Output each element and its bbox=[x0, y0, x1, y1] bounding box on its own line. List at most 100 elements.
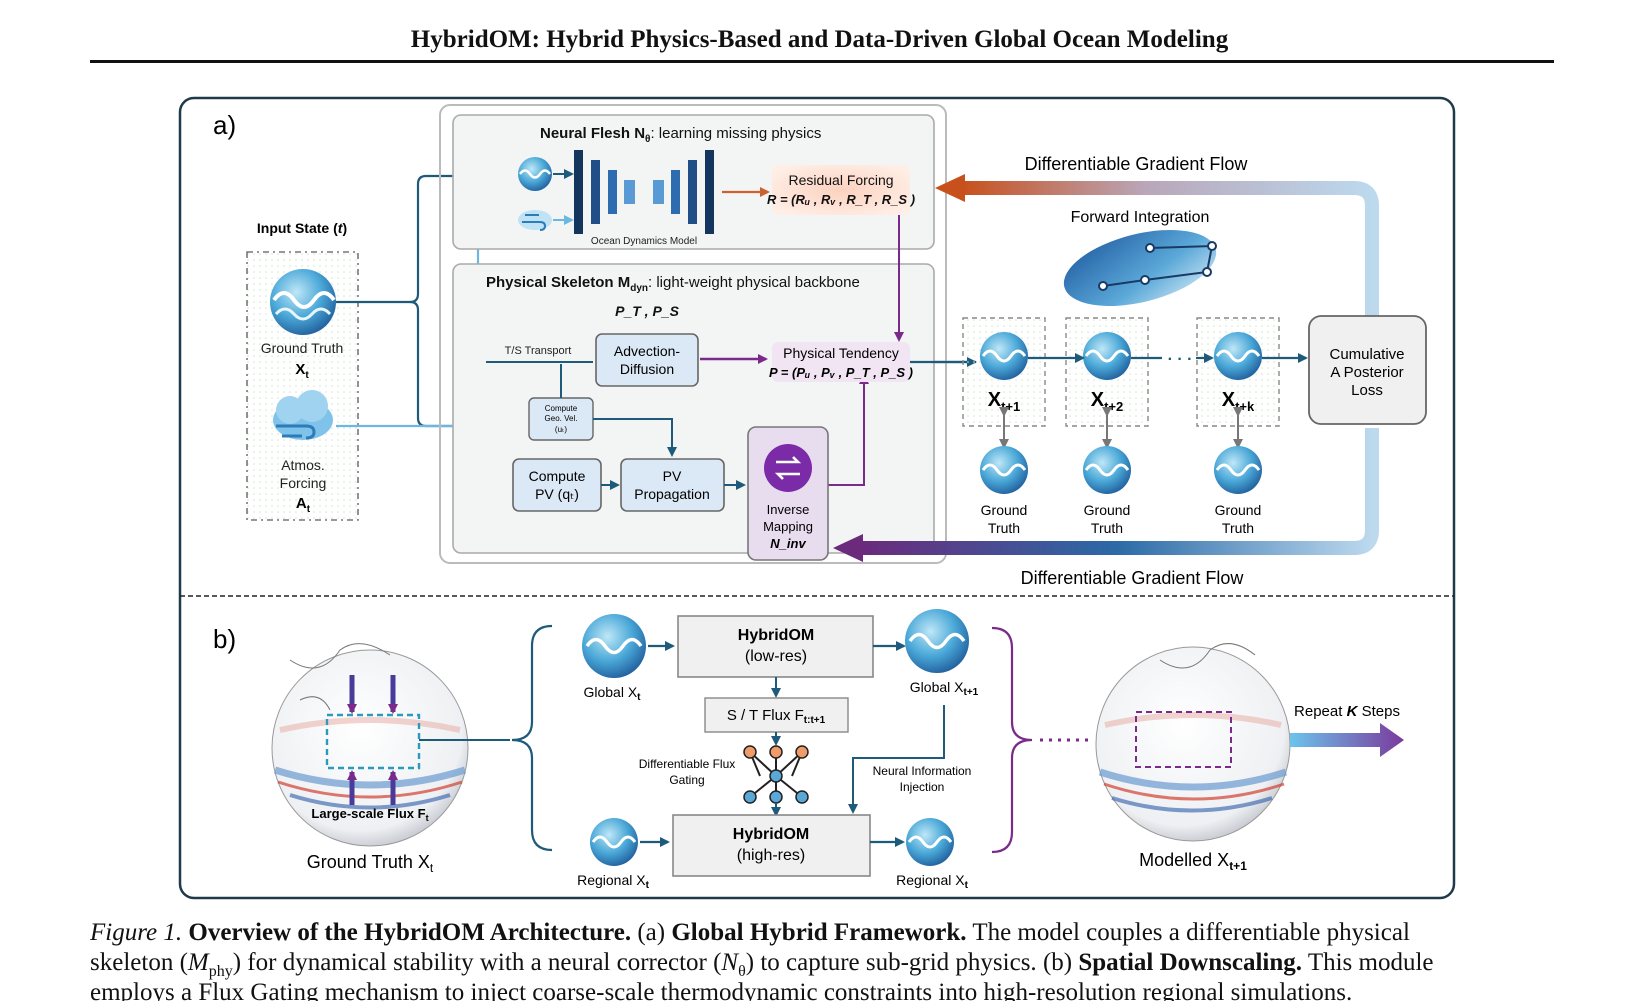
neural-info-label-2: Injection bbox=[900, 780, 945, 794]
residual-forcing-label: Residual Forcing bbox=[788, 172, 893, 188]
modelled-globe bbox=[1095, 643, 1291, 842]
diff-flux-label-2: Gating bbox=[669, 773, 704, 787]
swap-icon bbox=[764, 444, 812, 492]
caption-fig-label: Figure 1. bbox=[90, 919, 183, 946]
gt-k-label-2: Truth bbox=[1222, 520, 1254, 536]
injection-arrow bbox=[848, 705, 945, 814]
caption-b-title: Spatial Downscaling. bbox=[1078, 949, 1303, 976]
caption-line-1: Figure 1. Overview of the HybridOM Archi… bbox=[90, 918, 1554, 948]
caption-b-label: (b) bbox=[1042, 949, 1073, 976]
running-head-title: HybridOM: Hybrid Physics-Based and Data-… bbox=[410, 26, 1229, 53]
large-scale-flux-label: Large-scale Flux Ft bbox=[311, 806, 428, 823]
advection-label-2: Diffusion bbox=[620, 361, 674, 377]
modelled-label: Modelled Xt+1 bbox=[1139, 850, 1247, 873]
caption-m-phy-sub: phy bbox=[208, 963, 233, 980]
neural-network-icon bbox=[743, 745, 809, 804]
caption-line-2: skeleton (Mphy) for dynamical stability … bbox=[90, 948, 1554, 987]
right-brace bbox=[991, 626, 1033, 854]
repeat-k-steps-label: Repeat K Steps bbox=[1294, 703, 1400, 720]
gradient-flow-bottom-arrow bbox=[860, 428, 1379, 555]
gradient-flow-bottom-head bbox=[833, 534, 863, 562]
header-rule bbox=[90, 60, 1554, 63]
gt-k-label-1: Ground bbox=[1215, 502, 1262, 518]
step-t1: Xt+1 bbox=[962, 317, 1046, 427]
ground-truth-globe bbox=[271, 643, 469, 847]
caption-title: Overview of the HybridOM Architecture. bbox=[188, 919, 632, 946]
gt-2-label-1: Ground bbox=[1084, 502, 1131, 518]
compute-geo-label-3: (uₜ) bbox=[555, 425, 567, 434]
inverse-label-3: N_inv bbox=[770, 536, 806, 551]
hybridom-lowres-box bbox=[677, 615, 874, 678]
ground-truth-var: Xt bbox=[295, 361, 309, 381]
ground-truth-wave-icon bbox=[270, 269, 336, 335]
gradient-flow-bottom-label: Differentiable Gradient Flow bbox=[1021, 568, 1245, 588]
physical-tendency-box bbox=[772, 342, 910, 382]
gt-1-label-1: Ground bbox=[981, 502, 1028, 518]
loss-label-1: Cumulative bbox=[1329, 346, 1404, 363]
caption-line-3: employs a Flux Gating mechanism to injec… bbox=[90, 978, 1554, 1001]
diff-flux-label-1: Differentiable Flux bbox=[639, 757, 736, 771]
hybridom-lowres-sub: (low-res) bbox=[745, 648, 807, 665]
loss-label-2: A Posterior bbox=[1330, 364, 1403, 381]
hybridom-highres-box bbox=[672, 814, 871, 877]
step-t2: Xt+2 bbox=[1065, 317, 1149, 427]
regional-xt-in-icon bbox=[590, 818, 638, 866]
caption-n-theta: N bbox=[721, 949, 739, 976]
gradient-flow-top-arrow bbox=[960, 181, 1379, 318]
neural-flesh-title: Neural Flesh Nθ: learning missing physic… bbox=[540, 125, 821, 145]
gradient-flow-top-head bbox=[935, 174, 965, 202]
compute-geo-label-2: Geo. Vel. bbox=[545, 414, 578, 423]
atmos-wind-cloud-icon bbox=[273, 390, 333, 440]
physical-skeleton-title: Physical Skeleton Mdyn: light-weight phy… bbox=[486, 274, 860, 294]
hybridom-highres-title: HybridOM bbox=[733, 826, 809, 843]
advection-label-1: Advection- bbox=[614, 343, 680, 359]
pv-prop-label-1: PV bbox=[663, 468, 682, 484]
global-xt1-icon bbox=[905, 609, 969, 673]
gradient-flow-top-label: Differentiable Gradient Flow bbox=[1025, 154, 1249, 174]
pv-propagation-box bbox=[620, 458, 725, 512]
gt-2-label-2: Truth bbox=[1091, 520, 1123, 536]
panel-b-label: b) bbox=[213, 624, 236, 654]
physical-tendency-label: Physical Tendency bbox=[783, 345, 899, 361]
st-flux-label: S / T Flux Ft:t+1 bbox=[727, 707, 826, 726]
left-brace bbox=[511, 624, 553, 852]
caption-a-title: Global Hybrid Framework. bbox=[671, 919, 967, 946]
step-tk: Xt+k bbox=[1196, 317, 1280, 427]
advection-diffusion-box bbox=[595, 333, 699, 387]
neural-info-label-1: Neural Information bbox=[873, 764, 972, 778]
neural-ocean-wave-icon bbox=[518, 157, 552, 191]
caption-part3: ) to capture sub-grid physics. bbox=[745, 949, 1037, 976]
regional-xt-out-icon bbox=[906, 818, 954, 866]
global-xt-label: Global Xt bbox=[583, 684, 641, 703]
pv-prop-label-2: Propagation bbox=[634, 486, 710, 502]
caption-line3: employs a Flux Gating mechanism to injec… bbox=[90, 979, 1353, 1001]
residual-forcing-box bbox=[772, 165, 910, 215]
hybrid-model-container bbox=[439, 104, 947, 564]
caption-a-label: (a) bbox=[637, 919, 666, 946]
caption-part4: This module bbox=[1307, 949, 1434, 976]
inverse-label-2: Mapping bbox=[763, 519, 813, 534]
unet-icon bbox=[553, 150, 714, 234]
ground-truth-label: Ground Truth bbox=[261, 340, 344, 356]
hybridom-highres-sub: (high-res) bbox=[737, 847, 805, 864]
caption-n-theta-sub: θ bbox=[738, 963, 746, 980]
pt-ps-label: P_T , P_S bbox=[615, 303, 679, 319]
regional-xt-in-label: Regional Xt bbox=[577, 872, 650, 891]
chain-dots: · · · bbox=[1168, 351, 1193, 368]
loss-box bbox=[1308, 315, 1427, 425]
hybridom-lowres-title: HybridOM bbox=[738, 627, 814, 644]
input-state-label: Input State (t) bbox=[257, 220, 347, 236]
gt-2 bbox=[1083, 407, 1131, 494]
residual-forcing-formula: R = (Rᵤ , Rᵥ , R_T , R_S ) bbox=[767, 192, 915, 207]
loss-label-3: Loss bbox=[1351, 382, 1383, 399]
forward-integration-label: Forward Integration bbox=[1071, 209, 1210, 226]
caption-part1: skeleton ( bbox=[90, 949, 188, 976]
global-xt1-label: Global Xt+1 bbox=[910, 679, 979, 698]
ts-transport-label: T/S Transport bbox=[505, 345, 572, 357]
compute-geo-label-1: Compute bbox=[545, 404, 578, 413]
geo-to-pv-prop-arrow bbox=[593, 418, 677, 457]
gt-k bbox=[1214, 407, 1262, 494]
physical-tendency-formula: P = (Pᵤ , Pᵥ , P_T , P_S ) bbox=[769, 365, 913, 380]
inverse-label-1: Inverse bbox=[767, 502, 810, 517]
